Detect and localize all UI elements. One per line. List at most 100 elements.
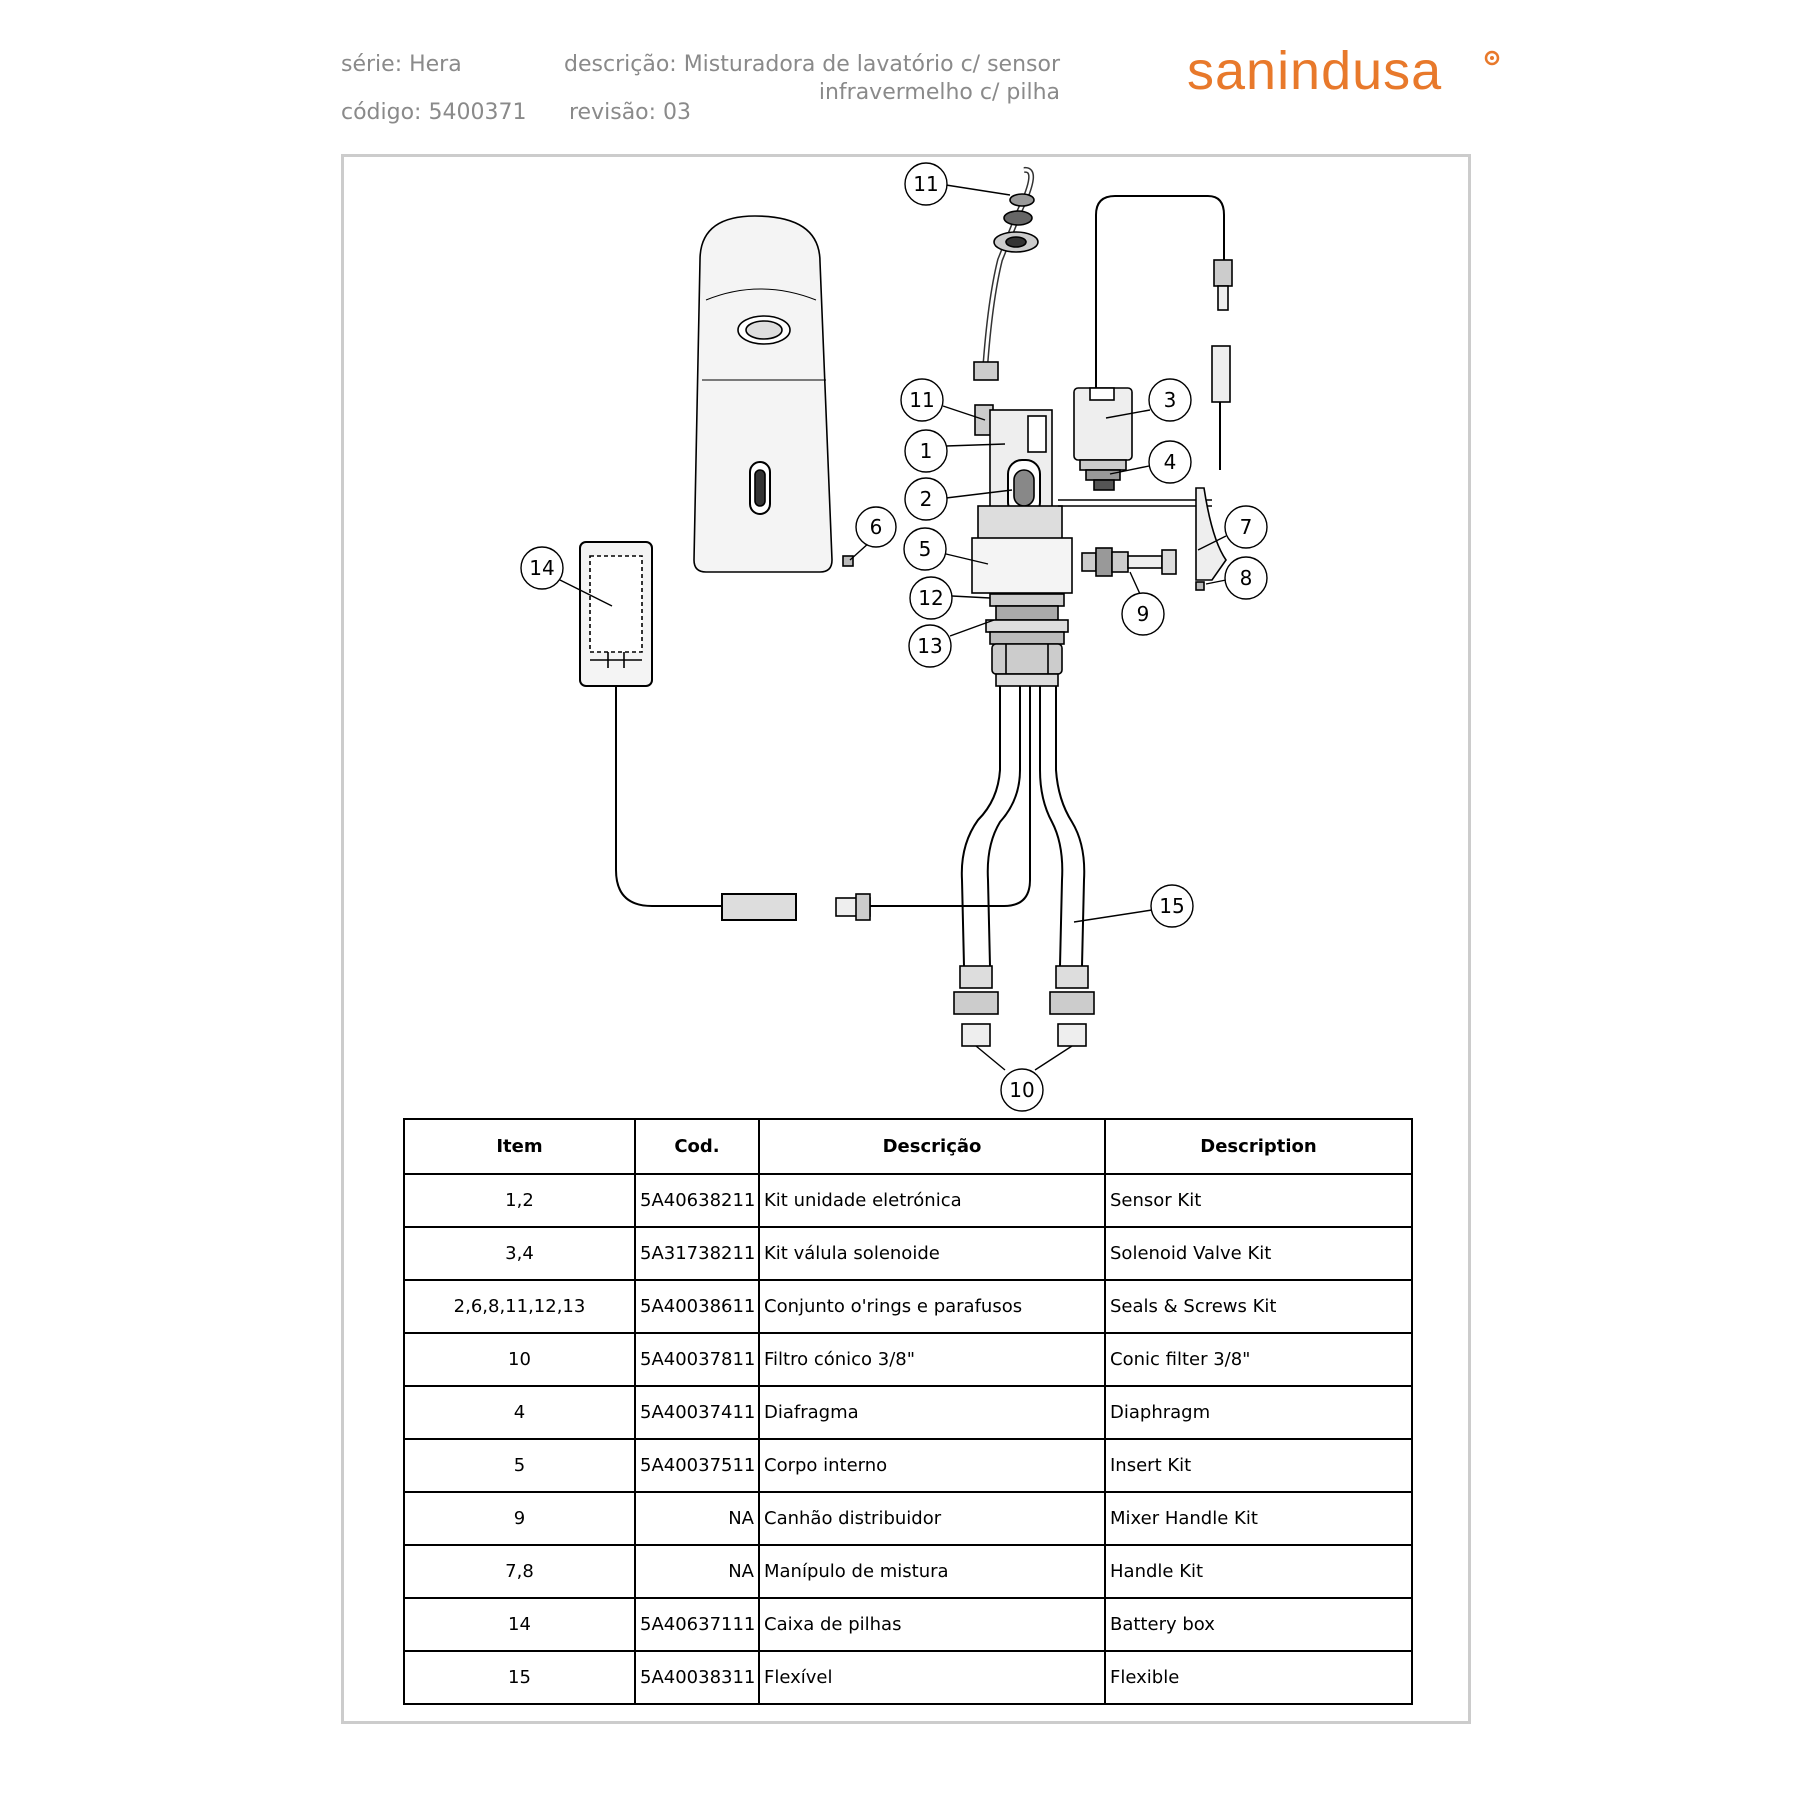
- insert-body: [971, 505, 1073, 687]
- callout-10: 10: [975, 1045, 1073, 1112]
- cell-cod: 5A40638211: [634, 1173, 760, 1228]
- callout-8: 8: [1205, 556, 1268, 600]
- callout-11-top: 11: [904, 162, 1011, 206]
- flexible-hoses: [870, 686, 1095, 1047]
- cell-description: Solenoid Valve Kit: [1104, 1226, 1413, 1281]
- cell-cod: 5A40037511: [634, 1438, 760, 1493]
- screw-6: [842, 555, 854, 567]
- callout-13: 13: [908, 619, 995, 668]
- screw-8: [1195, 581, 1205, 591]
- svg-text:14: 14: [529, 556, 554, 580]
- cell-description: Mixer Handle Kit: [1104, 1491, 1413, 1546]
- cell-descricao: Kit válula solenoide: [758, 1226, 1106, 1281]
- solenoid-cable: [1095, 195, 1225, 388]
- header-cod: Cod.: [634, 1118, 760, 1175]
- cell-cod: NA: [634, 1544, 760, 1599]
- svg-text:12: 12: [918, 586, 943, 610]
- header-description: Description: [1104, 1118, 1413, 1175]
- battery-box: [579, 541, 871, 921]
- svg-text:5: 5: [919, 537, 932, 561]
- callout-1: 1: [904, 429, 1006, 473]
- cell-item: 10: [403, 1332, 636, 1387]
- cell-item: 7,8: [403, 1544, 636, 1599]
- cell-item: 4: [403, 1385, 636, 1440]
- cell-description: Seals & Screws Kit: [1104, 1279, 1413, 1334]
- solenoid-valve: [1058, 387, 1212, 507]
- spout-body: [693, 215, 833, 573]
- svg-text:2: 2: [920, 487, 933, 511]
- cell-descricao: Manípulo de mistura: [758, 1544, 1106, 1599]
- cell-description: Handle Kit: [1104, 1544, 1413, 1599]
- revisao-label: revisão: 03: [569, 100, 692, 125]
- header-descricao: Descrição: [758, 1118, 1106, 1175]
- callout-5: 5: [903, 527, 989, 571]
- cell-item: 1,2: [403, 1173, 636, 1228]
- callout-3: 3: [1105, 378, 1192, 422]
- svg-text:11: 11: [909, 388, 934, 412]
- svg-text:7: 7: [1240, 515, 1253, 539]
- cell-cod: NA: [634, 1491, 760, 1546]
- cell-descricao: Kit unidade eletrónica: [758, 1173, 1106, 1228]
- svg-text:6: 6: [870, 515, 883, 539]
- descricao-line2: infravermelho c/ pilha: [818, 80, 1060, 105]
- cell-item: 15: [403, 1650, 636, 1705]
- cell-descricao: Canhão distribuidor: [758, 1491, 1106, 1546]
- cell-cod: 5A31738211: [634, 1226, 760, 1281]
- sanindusa-logo: sanindusa: [1187, 41, 1443, 101]
- cell-cod: 5A40637111: [634, 1597, 760, 1652]
- codigo-label: código: 5400371: [341, 100, 527, 125]
- svg-text:11: 11: [913, 172, 938, 196]
- cell-descricao: Diafragma: [758, 1385, 1106, 1440]
- cell-description: Insert Kit: [1104, 1438, 1413, 1493]
- svg-text:1: 1: [920, 439, 933, 463]
- svg-text:10: 10: [1009, 1078, 1034, 1102]
- cell-descricao: Filtro cónico 3/8": [758, 1332, 1106, 1387]
- cell-descricao: Corpo interno: [758, 1438, 1106, 1493]
- cell-description: Battery box: [1104, 1597, 1413, 1652]
- cell-description: Flexible: [1104, 1650, 1413, 1705]
- callout-7: 7: [1197, 505, 1268, 551]
- header-item: Item: [403, 1118, 636, 1175]
- logo-mark-icon: [1484, 50, 1500, 66]
- callout-4: 4: [1109, 440, 1192, 484]
- callout-6: 6: [849, 506, 897, 561]
- svg-text:15: 15: [1159, 894, 1184, 918]
- serie-label: série: Hera: [341, 52, 462, 77]
- cell-descricao: Flexível: [758, 1650, 1106, 1705]
- callout-2: 2: [904, 477, 1013, 521]
- aerator-hose: [973, 167, 1039, 436]
- cell-description: Diaphragm: [1104, 1385, 1413, 1440]
- cell-item: 9: [403, 1491, 636, 1546]
- mixer-handle: [1195, 487, 1227, 581]
- svg-text:8: 8: [1240, 566, 1253, 590]
- cell-item: 14: [403, 1597, 636, 1652]
- electronic-unit: [989, 409, 1053, 519]
- svg-text:4: 4: [1164, 450, 1177, 474]
- table-header-row: Item Cod. Descrição Description: [403, 1118, 1413, 1175]
- cell-item: 5: [403, 1438, 636, 1493]
- cell-descricao: Conjunto o'rings e parafusos: [758, 1279, 1106, 1334]
- exploded-view-drawing: 11 11 1 2 3 4 5: [520, 162, 1268, 1112]
- cell-item: 2,6,8,11,12,13: [403, 1279, 636, 1334]
- callout-15: 15: [1073, 884, 1194, 928]
- cell-description: Sensor Kit: [1104, 1173, 1413, 1228]
- callout-14: 14: [520, 546, 613, 607]
- cell-description: Conic filter 3/8": [1104, 1332, 1413, 1387]
- cell-cod: 5A40038311: [634, 1650, 760, 1705]
- cell-cod: 5A40038611: [634, 1279, 760, 1334]
- cell-cod: 5A40037411: [634, 1385, 760, 1440]
- drawing-frame: [341, 154, 1471, 1724]
- cell-item: 3,4: [403, 1226, 636, 1281]
- descricao-line1: descrição: Misturadora de lavatório c/ s…: [564, 52, 1060, 77]
- svg-text:13: 13: [917, 634, 942, 658]
